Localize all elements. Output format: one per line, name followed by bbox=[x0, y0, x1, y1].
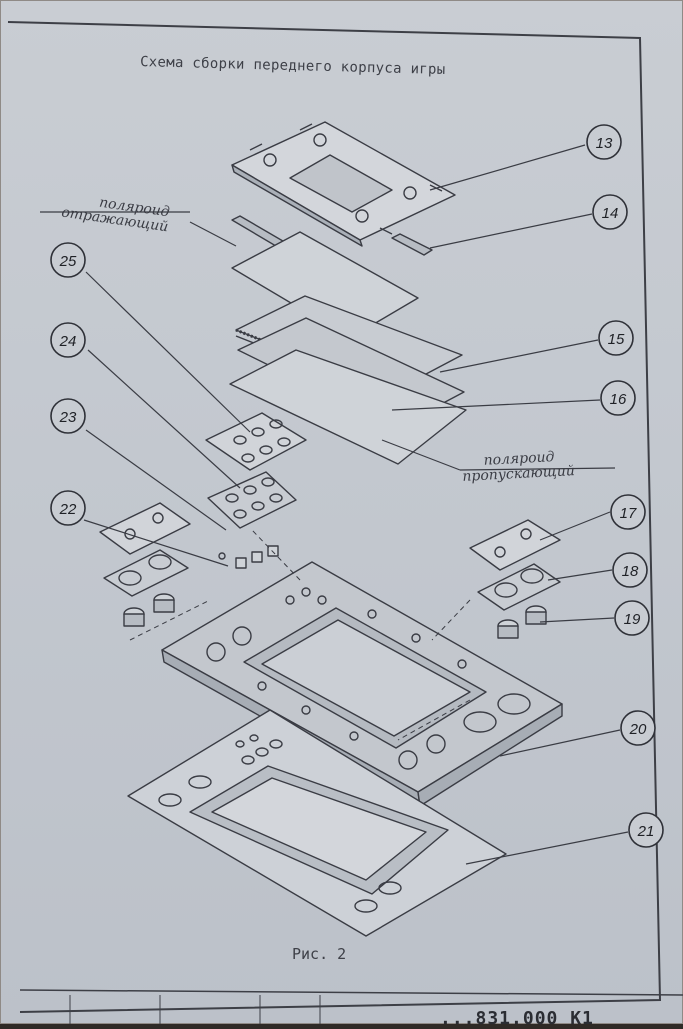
drawing-code: ...831.000 К1 bbox=[440, 1008, 594, 1029]
callout-17: 17 bbox=[620, 505, 637, 522]
callout-14: 14 bbox=[602, 205, 619, 222]
figure-caption: Рис. 2 bbox=[292, 945, 347, 963]
callout-19: 19 bbox=[624, 611, 641, 628]
part-18-right-holder bbox=[477, 563, 561, 611]
transmitting-polaroid-sheet bbox=[229, 349, 467, 465]
leader-lines bbox=[40, 144, 629, 865]
label-polaroid-transmitting: поляроид пропускающий bbox=[461, 449, 575, 485]
part-23-buttons bbox=[218, 545, 279, 569]
part-24-contact-plate bbox=[207, 471, 297, 529]
callout-16: 16 bbox=[610, 391, 627, 408]
callout-25: 25 bbox=[59, 253, 77, 270]
part-17-right-plate bbox=[469, 519, 561, 571]
part-21-front-panel bbox=[127, 709, 507, 937]
drawing-frame bbox=[7, 21, 662, 1013]
part-19-right-knobs bbox=[497, 605, 547, 639]
callout-24: 24 bbox=[59, 333, 77, 350]
callout-15: 15 bbox=[608, 331, 625, 348]
callout-21: 21 bbox=[637, 823, 655, 840]
part-25-button-pad bbox=[205, 412, 307, 471]
callout-18: 18 bbox=[622, 563, 639, 580]
callout-23: 23 bbox=[59, 409, 77, 426]
left-knobs bbox=[123, 593, 175, 627]
part-22-left-plate bbox=[99, 502, 191, 597]
callout-20: 20 bbox=[629, 721, 647, 738]
callout-13: 13 bbox=[596, 135, 613, 152]
callout-22: 22 bbox=[59, 501, 77, 518]
title-block-line bbox=[19, 989, 683, 996]
assembly-guides bbox=[129, 529, 471, 741]
part-13-top-plate bbox=[231, 121, 456, 247]
